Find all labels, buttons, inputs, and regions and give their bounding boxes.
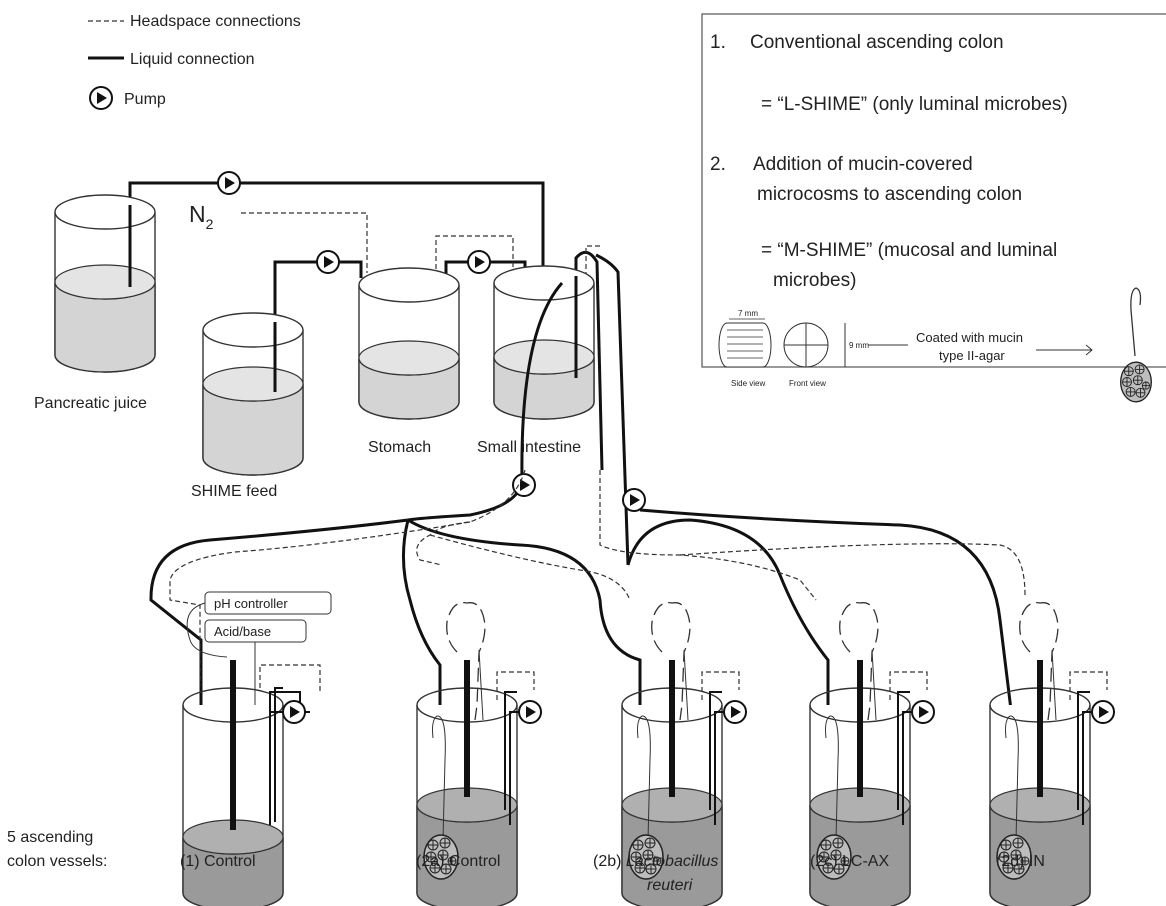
side-view-label: Side view <box>731 379 765 388</box>
label-vessel-1: (1) Control <box>180 853 256 870</box>
pump-icon <box>911 700 935 724</box>
label-vessel-2a: (2a) Control <box>416 853 500 870</box>
acid-base-label: Acid/base <box>214 624 271 639</box>
legend-pump-icon <box>89 86 113 110</box>
label-small-intestine: Small intestine <box>477 439 581 456</box>
label-pancreatic-juice: Pancreatic juice <box>34 395 147 412</box>
vessel-shime-feed <box>202 312 304 476</box>
pump-icon <box>282 700 306 724</box>
pump-icon <box>622 488 646 512</box>
pump-icon <box>512 473 536 497</box>
coated-microcosm-icon <box>1120 361 1152 403</box>
info-box: 1. Conventional ascending colon = “L-SHI… <box>701 13 1166 403</box>
ph-controller: pH controller Acid/base <box>186 591 332 718</box>
info-item2-title-line2: microcosms to ascending colon <box>757 184 1022 205</box>
legend-pump-label: Pump <box>124 91 166 108</box>
dim-height-label: 9 mm <box>849 341 869 350</box>
colon-vessel-1 <box>182 660 321 906</box>
legend-headspace-label: Headspace connections <box>130 13 301 30</box>
row-label-line1: 5 ascending <box>7 829 93 846</box>
ph-controller-label: pH controller <box>214 596 288 611</box>
dim-width-label: 7 mm <box>738 309 758 318</box>
label-shime-feed: SHIME feed <box>191 483 277 500</box>
info-item1-desc: = “L-SHIME” (only luminal microbes) <box>761 94 1068 115</box>
colon-vessel-2c <box>809 601 935 906</box>
vessel-stomach <box>358 267 460 420</box>
front-view-label: Front view <box>789 379 826 388</box>
pump-icon <box>518 700 542 724</box>
colon-vessel-2b <box>621 601 747 906</box>
legend-liquid-label: Liquid connection <box>130 51 255 68</box>
coated-label-line2: type II-agar <box>939 348 1005 363</box>
coated-label-line1: Coated with mucin <box>916 330 1023 345</box>
microcosm-front-view-icon <box>783 322 829 368</box>
pump-icon <box>723 700 747 724</box>
info-item1-title: Conventional ascending colon <box>750 32 1004 53</box>
info-item2-desc-line2: microbes) <box>773 270 856 291</box>
info-item1-number: 1. <box>710 32 726 53</box>
vessel-small-intestine <box>493 265 595 420</box>
pump-icon <box>316 250 340 274</box>
label-vessel-2c: (2c) LC-AX <box>810 853 889 870</box>
info-item2-number: 2. <box>710 154 726 175</box>
label-stomach: Stomach <box>368 439 431 456</box>
vessel-pancreatic <box>54 194 156 373</box>
legend: Headspace connections Liquid connection … <box>88 13 301 110</box>
pump-icon <box>1091 700 1115 724</box>
microcosm-side-view-icon <box>718 318 772 368</box>
gas-n2-label: N2 <box>189 201 214 232</box>
row-label-line2: colon vessels: <box>7 853 108 870</box>
label-vessel-2d: (2d) IN <box>996 853 1045 870</box>
info-item2-title-line1: Addition of mucin-covered <box>753 154 973 175</box>
colon-vessel-2d <box>989 601 1115 906</box>
distribution-lines <box>149 282 1026 719</box>
pump-icon <box>217 171 241 195</box>
pump-icon <box>467 250 491 274</box>
label-vessel-2b: (2b) Lactobacillus <box>593 853 718 870</box>
colon-vessel-2a <box>416 601 542 906</box>
info-item2-desc-line1: = “M-SHIME” (mucosal and luminal <box>761 240 1057 261</box>
label-vessel-2b-line2: reuteri <box>647 877 693 894</box>
